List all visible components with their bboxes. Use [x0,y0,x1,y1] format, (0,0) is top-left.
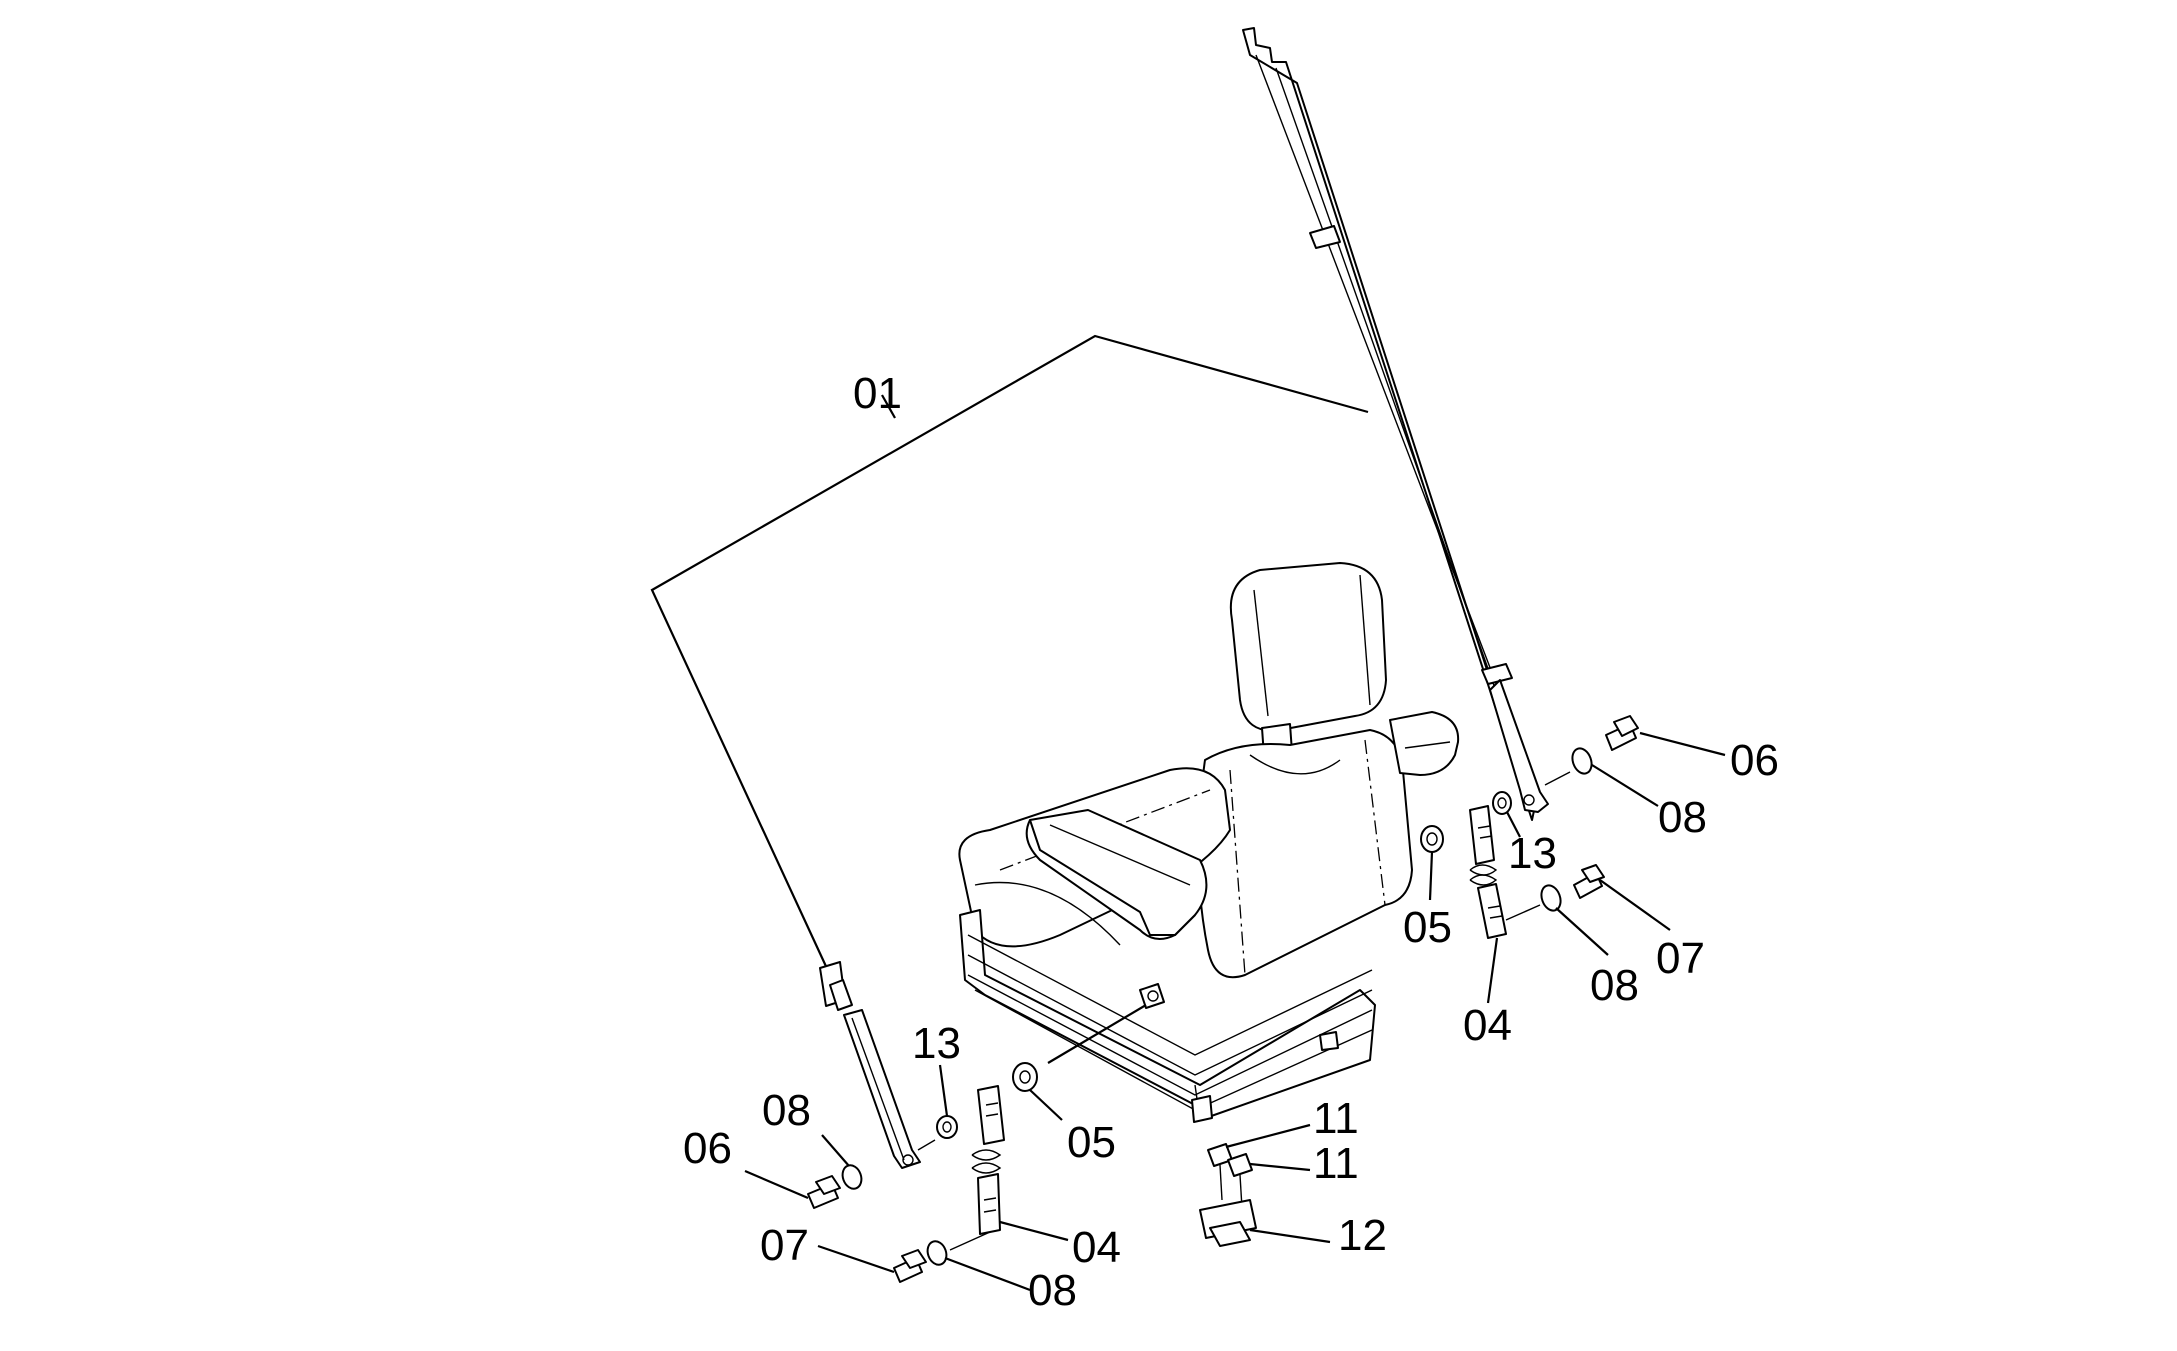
left-bushing-13 [936,1115,958,1139]
leader-08-right-upper [1591,764,1659,807]
leader-11-lower [1249,1162,1311,1172]
leader-06-left [744,1169,809,1200]
plate-12 [1199,1199,1257,1247]
left-belt-retractor [819,961,936,1169]
callout-13-right: 13 [1508,829,1557,878]
assembly-01-leader [650,334,1369,976]
leader-06-right [1639,731,1726,757]
right-lower-washer-08 [1540,884,1562,912]
callout-11-lower: 11 [1313,1139,1359,1188]
bolts-11 [1207,1143,1253,1209]
leader-07-right [1599,879,1671,931]
right-lower-bolt-07 [1573,864,1605,899]
left-buckle-strap-04 [949,1085,1005,1251]
callout-04-right: 04 [1463,1001,1512,1050]
right-upper-washer-08 [1571,747,1593,775]
leader-05-left [1029,1089,1063,1121]
leader-05-right [1428,851,1434,901]
callout-13-left: 13 [912,1019,961,1068]
left-lower-bolt-07 [893,1249,927,1283]
right-upper-bolt-06 [1605,715,1639,751]
anchor-line-left [1047,1004,1147,1064]
leader-11-upper [1225,1123,1311,1149]
leader-13-left [938,1064,949,1117]
callout-08-right-lower: 08 [1590,961,1639,1010]
leader-08-right-lower [1555,907,1609,956]
left-lower-washer-08 [926,1240,948,1266]
callout-06-left: 06 [683,1124,732,1173]
callout-08-right-upper: 08 [1658,793,1707,842]
callout-12: 12 [1338,1211,1387,1260]
leader-07-left [817,1244,895,1274]
right-bushing-13 [1492,791,1512,815]
callout-08-left-upper: 08 [762,1086,811,1135]
callout-07-right: 07 [1656,934,1705,983]
callout-05-right: 05 [1403,903,1452,952]
leader-12 [1249,1228,1331,1244]
left-upper-bolt-06 [807,1175,841,1209]
callout-01: 01 [853,369,902,418]
operator-seat [958,562,1460,1123]
left-spacer-05 [1012,1062,1038,1092]
right-spacer-05 [1420,825,1444,853]
callout-05-left: 05 [1067,1118,1116,1167]
callout-04-left: 04 [1072,1223,1121,1272]
leader-08-left-upper [821,1134,850,1167]
callout-07-left: 07 [760,1221,809,1270]
callout-11-upper: 11 [1313,1094,1359,1143]
leader-04-right [1486,937,1499,1004]
leader-13-right [1506,811,1521,838]
leader-04-left [999,1220,1069,1242]
upper-belt-strap [1242,27,1571,821]
left-upper-washer-08 [841,1164,863,1190]
callout-06-right: 06 [1730,736,1779,785]
right-buckle-strap-04 [1469,805,1541,939]
callout-08-left-lower: 08 [1028,1266,1077,1315]
leader-08-left-lower [944,1256,1031,1292]
